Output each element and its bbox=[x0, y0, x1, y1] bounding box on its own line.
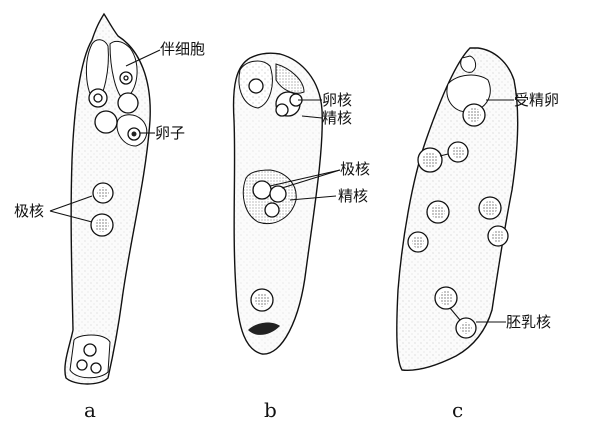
panel-c: 受精卵 胚乳核 c bbox=[396, 47, 559, 422]
panel-letter-a: a bbox=[84, 398, 96, 422]
panel-b: 卵核 精核 极核 精核 b bbox=[232, 52, 370, 422]
label-egg-a: 卵子 bbox=[155, 124, 185, 142]
panel-letter-b: b bbox=[264, 398, 277, 422]
label-endosperm-c: 胚乳核 bbox=[506, 313, 551, 331]
panel-letter-c: c bbox=[452, 398, 463, 422]
label-sperm-top-b: 精核 bbox=[322, 109, 352, 127]
label-polar-a: 极核 bbox=[14, 202, 44, 220]
label-synergid-a: 伴细胞 bbox=[160, 40, 205, 58]
label-polar-b: 极核 bbox=[340, 160, 370, 178]
label-egg-nucleus-b: 卵核 bbox=[322, 91, 352, 109]
panel-a: 伴细胞 卵子 极核 a bbox=[14, 12, 205, 422]
label-sperm-mid-b: 精核 bbox=[338, 187, 368, 205]
label-zygote-c: 受精卵 bbox=[514, 91, 559, 109]
